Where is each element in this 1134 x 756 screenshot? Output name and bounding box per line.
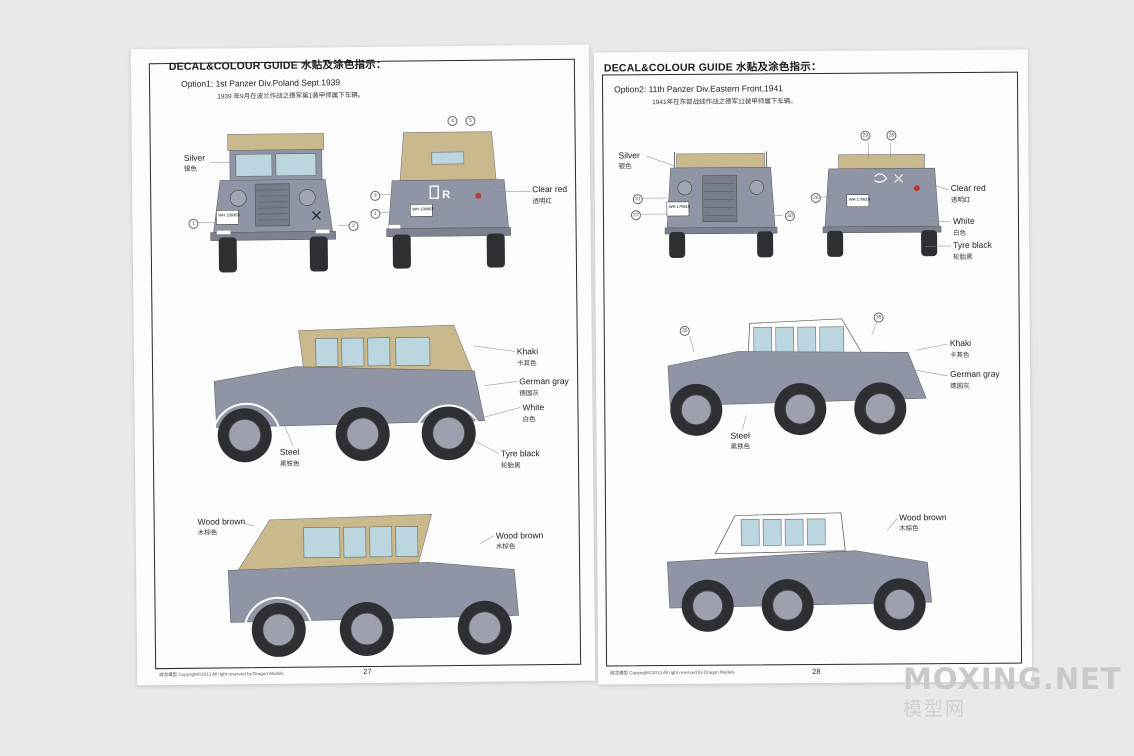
callout-number: 35 <box>873 312 884 323</box>
callout-number: 28 <box>886 130 897 141</box>
callout-number: 1 <box>188 218 199 229</box>
vehicle-front-view: WH 170810 <box>664 151 778 258</box>
callout-number: 35 <box>679 325 690 336</box>
front-plate-text: WH 170810 <box>669 204 691 209</box>
vehicle-rear-view: WH 170810 <box>822 153 942 257</box>
vehicle-rear-view: R WH 138953 <box>386 131 511 269</box>
callout-number: 1 <box>370 208 381 219</box>
front-plate-text: WH 138953 <box>218 212 240 217</box>
vehicle-side-view-left <box>227 513 519 657</box>
page-number: 28 <box>812 666 821 677</box>
rear-unit-letter: R <box>442 189 450 201</box>
rear-plate-text: WH 138953 <box>412 206 434 211</box>
vehicle-side-view-right <box>667 318 927 436</box>
callout-number: 30 <box>784 211 795 222</box>
callout-number: 29 <box>860 130 871 141</box>
page-number: 27 <box>363 666 372 677</box>
rear-plate-text: WH 170810 <box>849 197 871 202</box>
callout-number: 4 <box>447 115 458 127</box>
leader-lines <box>640 142 952 531</box>
leader-lines <box>196 162 531 545</box>
vehicle-side-view-left <box>667 512 932 632</box>
callout-number: 2 <box>348 221 359 232</box>
vehicle-side-view-right <box>211 324 485 463</box>
callout-number: 5 <box>465 115 476 126</box>
site-watermark-cn: 模型网 <box>903 698 967 720</box>
copyright-footer: 威龙模型 Copyright©2013 All right reserved b… <box>610 669 735 676</box>
callout-number: 3 <box>370 190 381 201</box>
site-watermark: MOXING.NET <box>903 662 1122 696</box>
vehicle-front-view: WH 138953 <box>210 133 336 273</box>
callout-number: 26 <box>810 192 821 204</box>
instruction-page-left: DECAL&COLOUR GUIDE 水贴及涂色指示： Option1: 1st… <box>130 44 596 686</box>
callout-number: 27 <box>630 210 641 221</box>
instruction-page-right: DECAL&COLOUR GUIDE 水贴及涂色指示： Option2: 11t… <box>593 49 1033 685</box>
callout-number: 31 <box>632 194 643 205</box>
